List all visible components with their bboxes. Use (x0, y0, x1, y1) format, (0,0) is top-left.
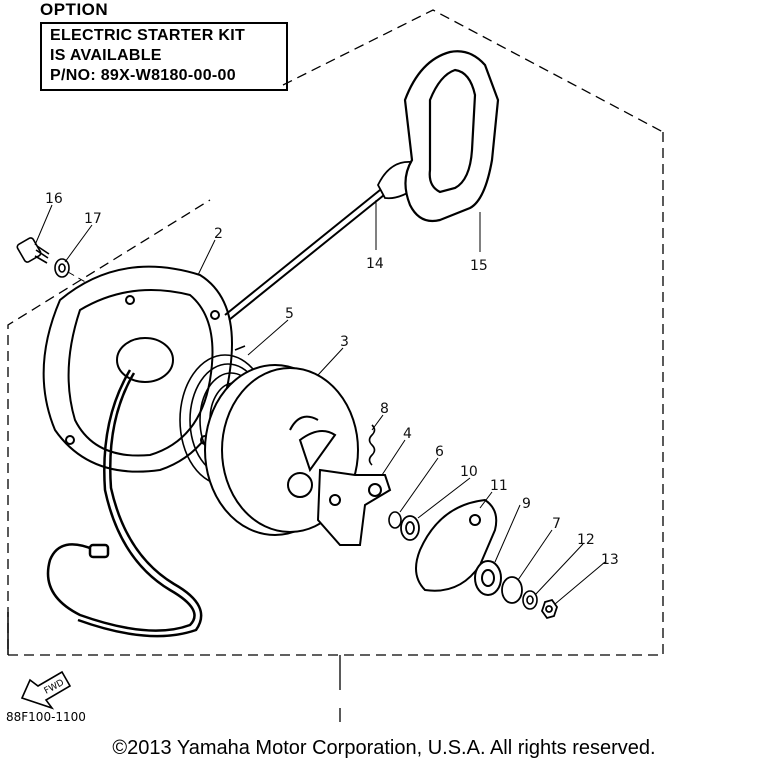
callout-11: 11 (490, 478, 508, 494)
callout-6: 6 (435, 444, 444, 460)
pawl-part-4 (316, 468, 392, 546)
washer-part-6 (388, 511, 402, 529)
bolt-part-16 (16, 237, 50, 264)
starter-handle-part-15 (403, 50, 500, 223)
callout-2: 2 (214, 226, 223, 242)
callout-15: 15 (470, 258, 488, 274)
callout-17: 17 (84, 211, 102, 227)
option-notice: OPTION ELECTRIC STARTER KIT IS AVAILABLE… (40, 0, 288, 91)
starter-case-part-2 (42, 265, 233, 473)
callout-10: 10 (460, 464, 478, 480)
forward-arrow-icon (20, 670, 72, 710)
nut-part-13 (541, 598, 558, 620)
starter-rope (224, 189, 385, 321)
spring-part-8 (368, 424, 376, 466)
wire-harness (46, 369, 203, 638)
callout-4: 4 (403, 426, 412, 442)
copyright-notice: ©2013 Yamaha Motor Corporation, U.S.A. A… (112, 737, 656, 759)
kit-notice-box: ELECTRIC STARTER KIT IS AVAILABLE P/NO: … (40, 22, 288, 91)
washer-part-10 (400, 515, 420, 541)
option-label: OPTION (40, 0, 109, 19)
washer-part-7 (501, 576, 523, 604)
callout-7: 7 (552, 516, 561, 532)
callout-14: 14 (366, 256, 384, 272)
callout-numbers: 16 17 2 5 3 8 4 6 10 11 9 7 12 13 14 15 (45, 191, 619, 568)
kit-line-3: P/NO: 89X-W8180-00-00 (50, 67, 236, 84)
callout-13: 13 (601, 552, 619, 568)
figure-code: 88F100-1100 (6, 710, 86, 724)
kit-line-1: ELECTRIC STARTER KIT (50, 27, 246, 44)
callout-16: 16 (45, 191, 63, 207)
plate-part-11 (415, 498, 498, 592)
washer-part-9 (474, 560, 502, 596)
callout-3: 3 (340, 334, 349, 350)
callout-9: 9 (522, 496, 531, 512)
leader-lines (34, 200, 606, 605)
kit-line-2: IS AVAILABLE (50, 47, 162, 64)
callout-8: 8 (380, 401, 389, 417)
callout-12: 12 (577, 532, 595, 548)
washer-part-17 (54, 258, 70, 278)
callout-5: 5 (285, 306, 294, 322)
washer-part-12 (522, 590, 538, 610)
